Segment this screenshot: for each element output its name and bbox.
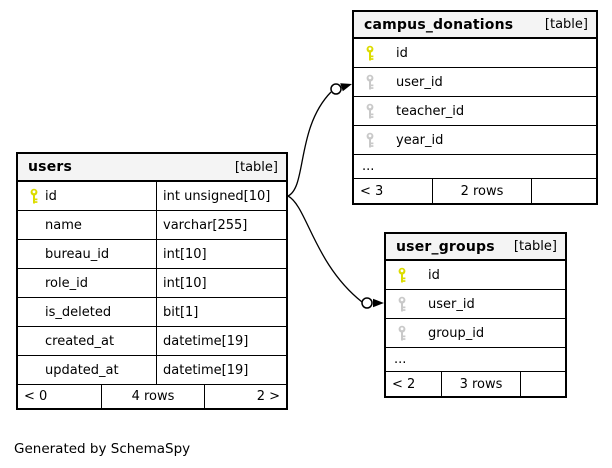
column-name: id: [396, 45, 408, 61]
column-name: updated_at: [45, 362, 119, 378]
foreign-key-icon: [364, 103, 376, 119]
column-type: datetime[19]: [163, 362, 249, 378]
key-spacer: [28, 362, 40, 378]
column-name: group_id: [428, 325, 485, 341]
foreign-key-icon: [396, 296, 408, 312]
column-name: name: [45, 217, 82, 233]
footer-children-count: < 3: [360, 183, 384, 199]
foreign-key-icon: [364, 132, 376, 148]
column-name: role_id: [45, 275, 88, 291]
table-type-tag: [table]: [513, 239, 557, 254]
table-row-role-id[interactable]: role_id int[10]: [18, 269, 286, 298]
arrowhead-icon: [340, 83, 352, 92]
table-footer: < 3 2 rows: [354, 179, 596, 203]
table-name: campus_donations: [364, 16, 514, 33]
table-footer: < 0 4 rows 2 >: [18, 385, 286, 408]
column-type: varchar[255]: [163, 217, 248, 233]
table-row-id[interactable]: id: [386, 261, 565, 290]
generator-credit: Generated by SchemaSpy: [14, 441, 191, 457]
more-columns-ellipsis: ...: [354, 155, 596, 179]
key-spacer: [28, 333, 40, 349]
table-footer: < 2 3 rows: [386, 372, 565, 396]
column-name: bureau_id: [45, 246, 110, 262]
table-users[interactable]: users [table] id int unsigned[10] name v…: [16, 152, 288, 410]
table-row-name[interactable]: name varchar[255]: [18, 211, 286, 240]
footer-parents-count: 2 >: [256, 389, 280, 404]
table-users-header[interactable]: users [table]: [18, 154, 286, 182]
column-name: teacher_id: [396, 103, 465, 119]
foreign-key-icon: [396, 325, 408, 341]
relationship-line-users-user-groups: [287, 195, 363, 303]
column-type: int unsigned[10]: [163, 188, 271, 204]
primary-key-icon: [396, 267, 408, 283]
arrowhead-icon: [373, 298, 384, 308]
key-spacer: [28, 275, 40, 291]
footer-row-count: 2 rows: [432, 179, 532, 203]
table-row-bureau-id[interactable]: bureau_id int[10]: [18, 240, 286, 269]
key-spacer: [28, 246, 40, 262]
table-name: user_groups: [396, 238, 495, 255]
table-type-tag: [table]: [544, 17, 588, 32]
column-name: year_id: [396, 132, 444, 148]
more-columns-ellipsis: ...: [386, 348, 565, 372]
column-type: int[10]: [163, 246, 207, 262]
table-row-id[interactable]: id: [354, 39, 596, 68]
table-row-teacher-id[interactable]: teacher_id: [354, 97, 596, 126]
footer-parents-count: [532, 179, 596, 203]
zero-or-many-circle-icon: [361, 297, 373, 309]
table-row-year-id[interactable]: year_id: [354, 126, 596, 155]
column-name: id: [45, 188, 57, 204]
column-type: datetime[19]: [163, 333, 249, 349]
column-name: user_id: [396, 74, 443, 90]
table-row-updated-at[interactable]: updated_at datetime[19]: [18, 356, 286, 385]
relationship-line-users-campus-donations: [287, 91, 332, 197]
column-name: is_deleted: [45, 304, 112, 320]
primary-key-icon: [28, 188, 40, 204]
table-row-created-at[interactable]: created_at datetime[19]: [18, 327, 286, 356]
key-spacer: [28, 217, 40, 233]
table-row-group-id[interactable]: group_id: [386, 319, 565, 348]
footer-row-count: 3 rows: [441, 372, 521, 396]
table-type-tag: [table]: [234, 159, 278, 175]
key-spacer: [28, 304, 40, 320]
table-row-id[interactable]: id int unsigned[10]: [18, 182, 286, 211]
column-name: id: [428, 267, 440, 283]
column-name: created_at: [45, 333, 115, 349]
column-type: int[10]: [163, 275, 207, 291]
footer-children-count: < 2: [392, 376, 416, 392]
table-user-groups-header[interactable]: user_groups [table]: [386, 234, 565, 261]
table-campus-donations-header[interactable]: campus_donations [table]: [354, 12, 596, 39]
primary-key-icon: [364, 45, 376, 61]
table-name: users: [28, 159, 73, 175]
table-campus-donations[interactable]: campus_donations [table] id user_id teac…: [352, 10, 598, 205]
table-row-user-id[interactable]: user_id: [354, 68, 596, 97]
zero-or-many-circle-icon: [330, 83, 342, 95]
column-type: bit[1]: [163, 304, 199, 320]
table-user-groups[interactable]: user_groups [table] id user_id group_id …: [384, 232, 567, 398]
footer-parents-count: [521, 372, 565, 396]
table-row-user-id[interactable]: user_id: [386, 290, 565, 319]
table-row-is-deleted[interactable]: is_deleted bit[1]: [18, 298, 286, 327]
foreign-key-icon: [364, 74, 376, 90]
footer-row-count: 4 rows: [101, 385, 205, 408]
footer-children-count: < 0: [24, 389, 48, 404]
column-name: user_id: [428, 296, 475, 312]
